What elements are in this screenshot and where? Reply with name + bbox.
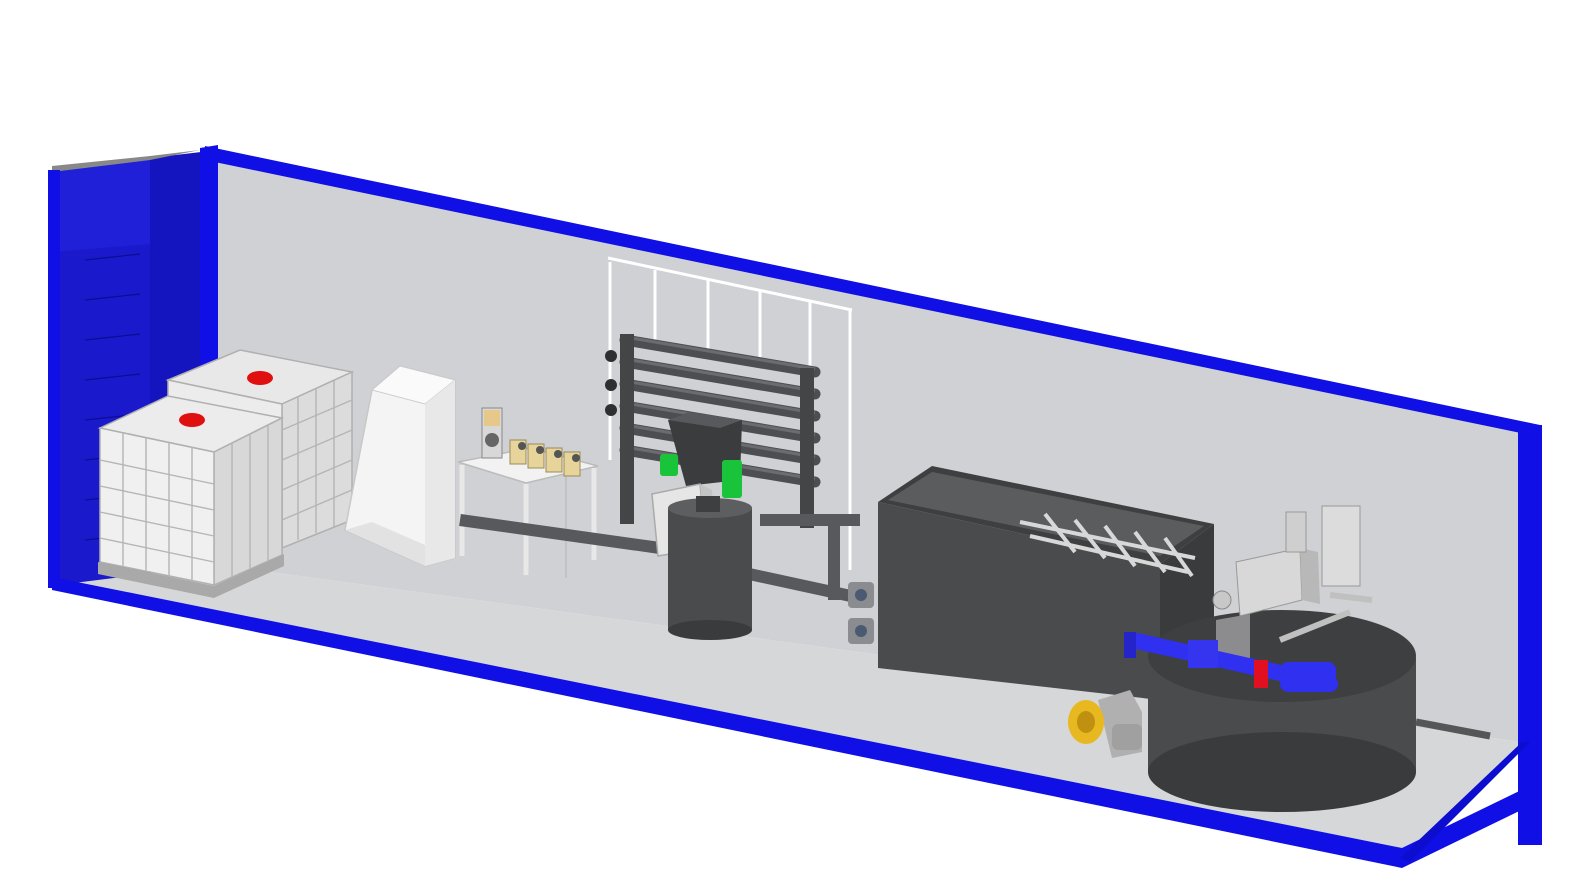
door-grey-top [52,150,200,172]
right-floor-edge [1400,742,1530,862]
filter-cabinet-icon [344,365,457,567]
control-panel-icon [651,412,752,640]
round-tank-icon [1148,610,1491,812]
top-rail [205,146,1540,437]
side-pumps [848,582,874,644]
peristaltic-pump-icon [1068,690,1142,758]
ibc-tank-icon [97,349,355,598]
cylinder-tank [668,496,752,640]
dosing-pump-tall [481,407,503,459]
blue-screw-pump [1124,632,1338,692]
lamella-grid [1019,512,1196,578]
ibc-cap [247,371,273,385]
dosing-pump-icon [457,407,599,578]
ibc-pallet [98,554,284,598]
door-panel-top [52,158,150,252]
screw-pump-icon [1124,505,1373,692]
ibc-cap [179,413,205,427]
dosing-pumps [509,439,581,477]
left-back-post [48,170,60,588]
right-end-post [1518,425,1542,845]
bottom-rail [52,577,1402,868]
right-end-bottom [1402,780,1542,868]
ibc-tank-front [97,395,285,598]
